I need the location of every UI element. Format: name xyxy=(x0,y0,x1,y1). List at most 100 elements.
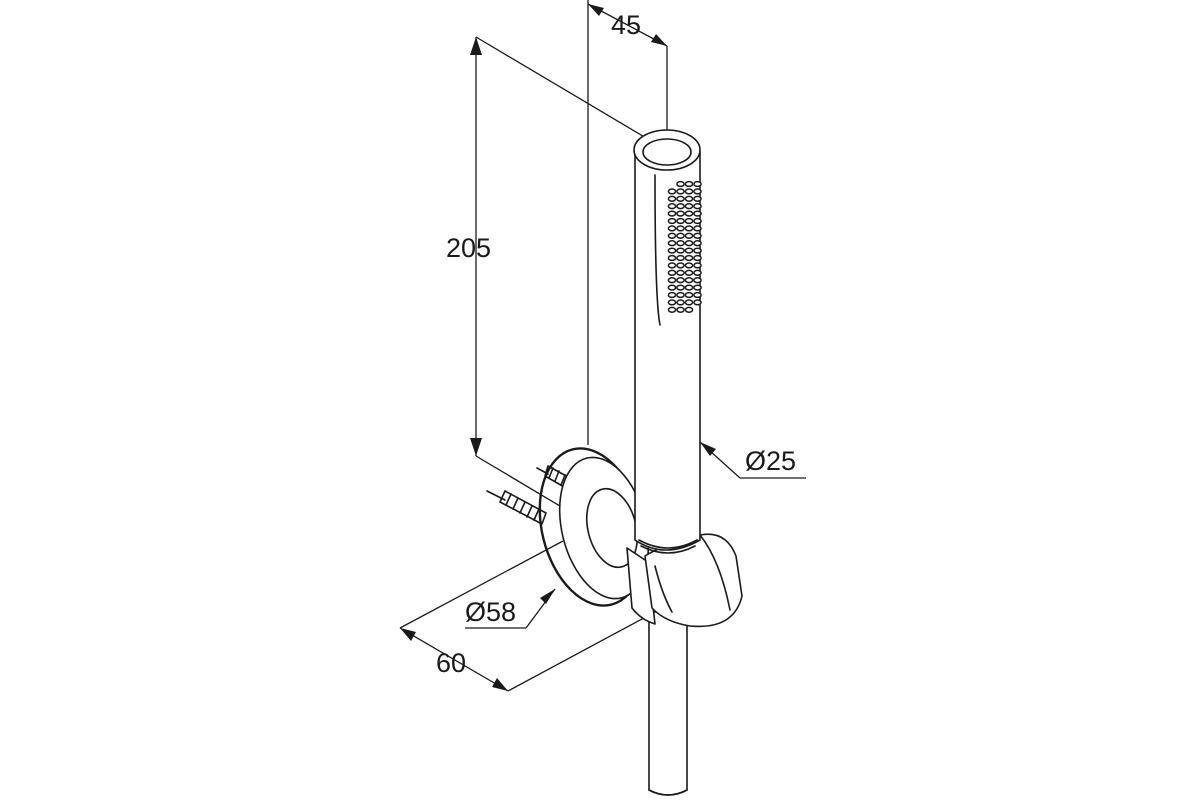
nozzle xyxy=(693,232,702,239)
nozzle xyxy=(693,291,702,299)
shower-highlight xyxy=(654,174,661,326)
nozzle xyxy=(684,180,694,188)
nozzle xyxy=(684,232,694,239)
nozzle xyxy=(676,277,685,284)
nozzle xyxy=(693,254,702,262)
nozzle xyxy=(676,232,685,239)
hose-end xyxy=(648,789,688,796)
extension-line-right xyxy=(507,611,656,692)
nozzle xyxy=(684,291,694,299)
nozzle xyxy=(693,262,702,269)
nozzle xyxy=(676,240,685,247)
nozzle xyxy=(667,247,677,254)
nozzle xyxy=(667,188,677,195)
nozzle xyxy=(693,299,702,306)
nozzle xyxy=(684,217,694,225)
nozzle xyxy=(684,247,694,254)
nozzle xyxy=(676,180,685,188)
nozzle xyxy=(684,306,694,313)
nozzle xyxy=(676,269,685,276)
arrow-head xyxy=(540,589,555,604)
nozzle xyxy=(676,284,685,291)
nozzle xyxy=(667,225,677,232)
dimension-60: 60 xyxy=(399,540,656,692)
nozzle xyxy=(693,195,702,202)
handle-ring xyxy=(640,545,696,554)
bracket-curve xyxy=(699,534,731,611)
screw-lower xyxy=(486,490,547,525)
dimension-45: 45 xyxy=(587,0,668,445)
nozzle xyxy=(684,269,694,276)
nozzle xyxy=(693,240,702,247)
nozzle xyxy=(693,180,702,188)
nozzle xyxy=(684,210,694,217)
nozzle xyxy=(684,188,694,195)
hand-shower xyxy=(633,129,702,554)
nozzle xyxy=(667,277,677,284)
nozzle xyxy=(667,203,677,210)
arrow-head xyxy=(400,628,416,641)
nozzle xyxy=(676,262,685,269)
nozzle xyxy=(693,217,702,225)
nozzle xyxy=(667,217,677,225)
dimension-diameter-25: Ø25 xyxy=(699,441,806,479)
nozzle xyxy=(667,195,677,202)
nozzle xyxy=(667,240,677,247)
handle-ring xyxy=(638,539,698,549)
nozzle xyxy=(684,299,694,306)
dimension-label-205: 205 xyxy=(446,233,491,263)
arrow-head xyxy=(470,438,482,456)
extension-line-bottom xyxy=(475,455,571,513)
nozzle xyxy=(693,225,702,232)
dimension-label-45: 45 xyxy=(611,10,641,40)
nozzle xyxy=(667,269,677,276)
extension-line-top xyxy=(475,36,664,149)
wall-rosette xyxy=(538,447,650,607)
nozzle xyxy=(667,232,677,239)
arrow-head xyxy=(492,678,508,691)
dimension-label-d25: Ø25 xyxy=(745,446,796,476)
dimension-line xyxy=(399,627,509,692)
nozzle xyxy=(693,210,702,217)
nozzle xyxy=(684,240,694,247)
nozzle xyxy=(693,284,702,291)
arrow-head xyxy=(588,4,604,16)
nozzle xyxy=(676,217,685,225)
nozzle xyxy=(676,306,685,313)
arrow-head xyxy=(700,442,716,456)
bracket-edge xyxy=(654,565,673,613)
shower-hose xyxy=(648,611,688,796)
nozzle xyxy=(684,225,694,232)
nozzle xyxy=(667,254,677,262)
shower-head-top xyxy=(633,129,701,171)
hose-body xyxy=(648,611,688,796)
nozzle-pattern xyxy=(667,180,702,313)
nozzle xyxy=(684,262,694,269)
nozzle xyxy=(684,284,694,291)
holder-bracket xyxy=(626,533,743,628)
dimension-205: 205 xyxy=(446,36,664,513)
nozzle xyxy=(693,203,702,210)
nozzle xyxy=(693,277,702,284)
nozzle xyxy=(676,225,685,232)
dimension-diameter-58: Ø58 xyxy=(465,588,556,629)
shower-face xyxy=(642,138,692,166)
nozzle xyxy=(684,203,694,210)
nozzle xyxy=(684,277,694,284)
nozzle xyxy=(676,188,685,195)
nozzle xyxy=(667,306,677,313)
arrow-head xyxy=(470,37,482,55)
nozzle xyxy=(676,254,685,262)
nozzle xyxy=(667,291,677,299)
arrow-head xyxy=(651,34,667,46)
nozzle xyxy=(693,188,702,195)
nozzle xyxy=(667,210,677,217)
nozzle xyxy=(676,299,685,306)
nozzle xyxy=(684,195,694,202)
nozzle xyxy=(676,203,685,210)
nozzle xyxy=(667,262,677,269)
dimension-label-60: 60 xyxy=(436,648,466,678)
nozzle xyxy=(693,247,702,254)
nozzle xyxy=(676,210,685,217)
